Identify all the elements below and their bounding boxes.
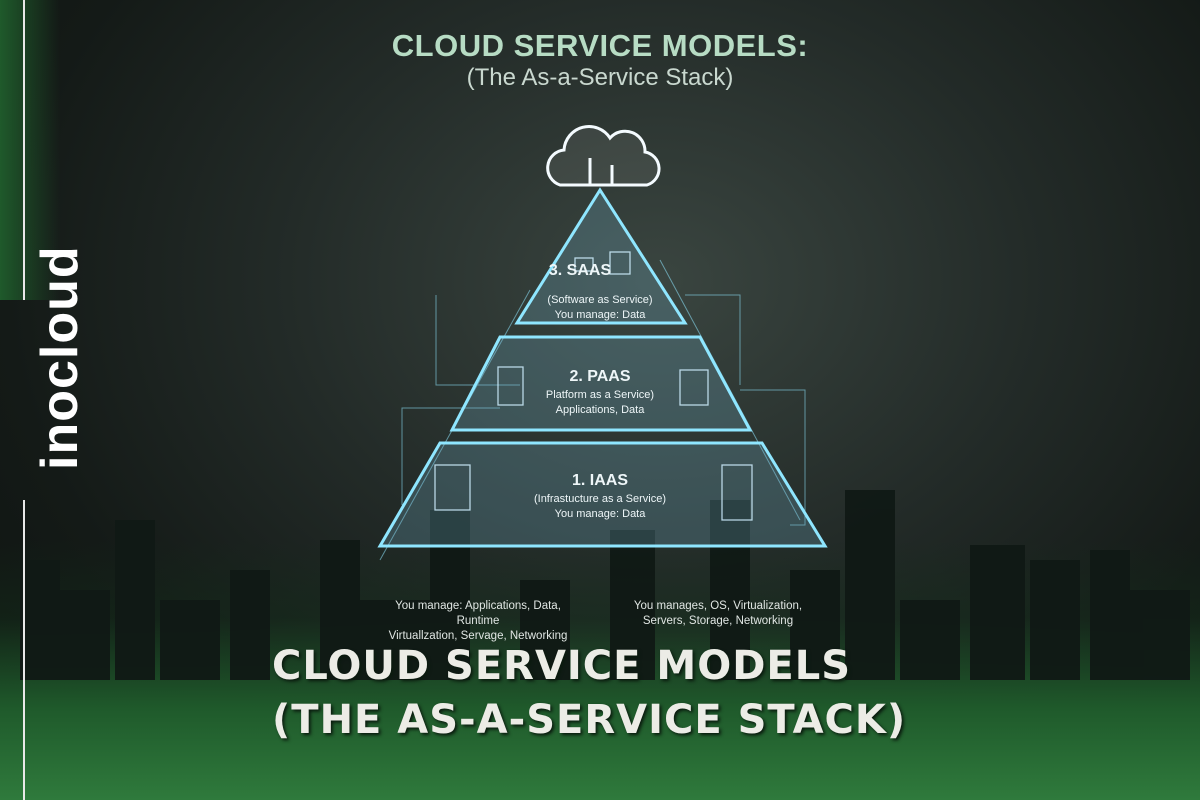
iaas-title: 1. IAAS bbox=[571, 472, 628, 489]
paas-tier bbox=[449, 335, 753, 432]
iaas-tier bbox=[377, 441, 828, 548]
saas-manage: You manage: Data bbox=[554, 309, 646, 321]
paas-manage: Applications, Data bbox=[555, 404, 645, 416]
saas-tier bbox=[514, 187, 688, 325]
right-note-line: You manages, OS, Virtualization, bbox=[633, 600, 803, 612]
saas-label: 3. SAAS (Software as Service) You manage… bbox=[450, 262, 750, 321]
divider-line bbox=[23, 0, 25, 300]
saas-desc: (Software as Service) bbox=[547, 294, 653, 306]
server-icons bbox=[434, 251, 753, 521]
cloud-icon bbox=[546, 125, 661, 187]
left-note-line: Virtuallzation, Servage, Networking bbox=[388, 630, 568, 642]
divider-line bbox=[23, 500, 25, 800]
left-note-line: You manage: Applications, Data, Runtime bbox=[395, 600, 561, 627]
saas-title: 3. SAAS bbox=[548, 262, 612, 279]
footer-title: CLOUD SERVICE MODELS bbox=[272, 643, 852, 689]
header-title: CLOUD SERVICE MODELS: bbox=[391, 28, 809, 63]
header-subtitle: (The As-a-Service Stack) bbox=[466, 64, 734, 91]
iaas-desc: (Infrastucture as a Service) bbox=[533, 493, 667, 505]
iaas-manage: You manage: Data bbox=[554, 508, 646, 520]
iaas-label: 1. IAAS (Infrastucture as a Service) You… bbox=[450, 472, 750, 520]
footer-subtitle: (THE AS-A-SERVICE STACK) bbox=[272, 697, 907, 743]
paas-label: 2. PAAS Platform as a Service) Applicati… bbox=[450, 368, 750, 416]
right-note: You manages, OS, Virtualization, Servers… bbox=[633, 599, 803, 629]
left-note: You manage: Applications, Data, Runtime … bbox=[378, 599, 578, 644]
paas-title: 2. PAAS bbox=[569, 368, 631, 385]
pyramid bbox=[377, 187, 828, 548]
inocloud-logo: inocloud bbox=[31, 245, 89, 470]
background-glow-left bbox=[0, 0, 60, 300]
right-note-line: Servers, Storage, Networking bbox=[642, 615, 794, 627]
paas-desc: Platform as a Service) bbox=[545, 389, 655, 401]
